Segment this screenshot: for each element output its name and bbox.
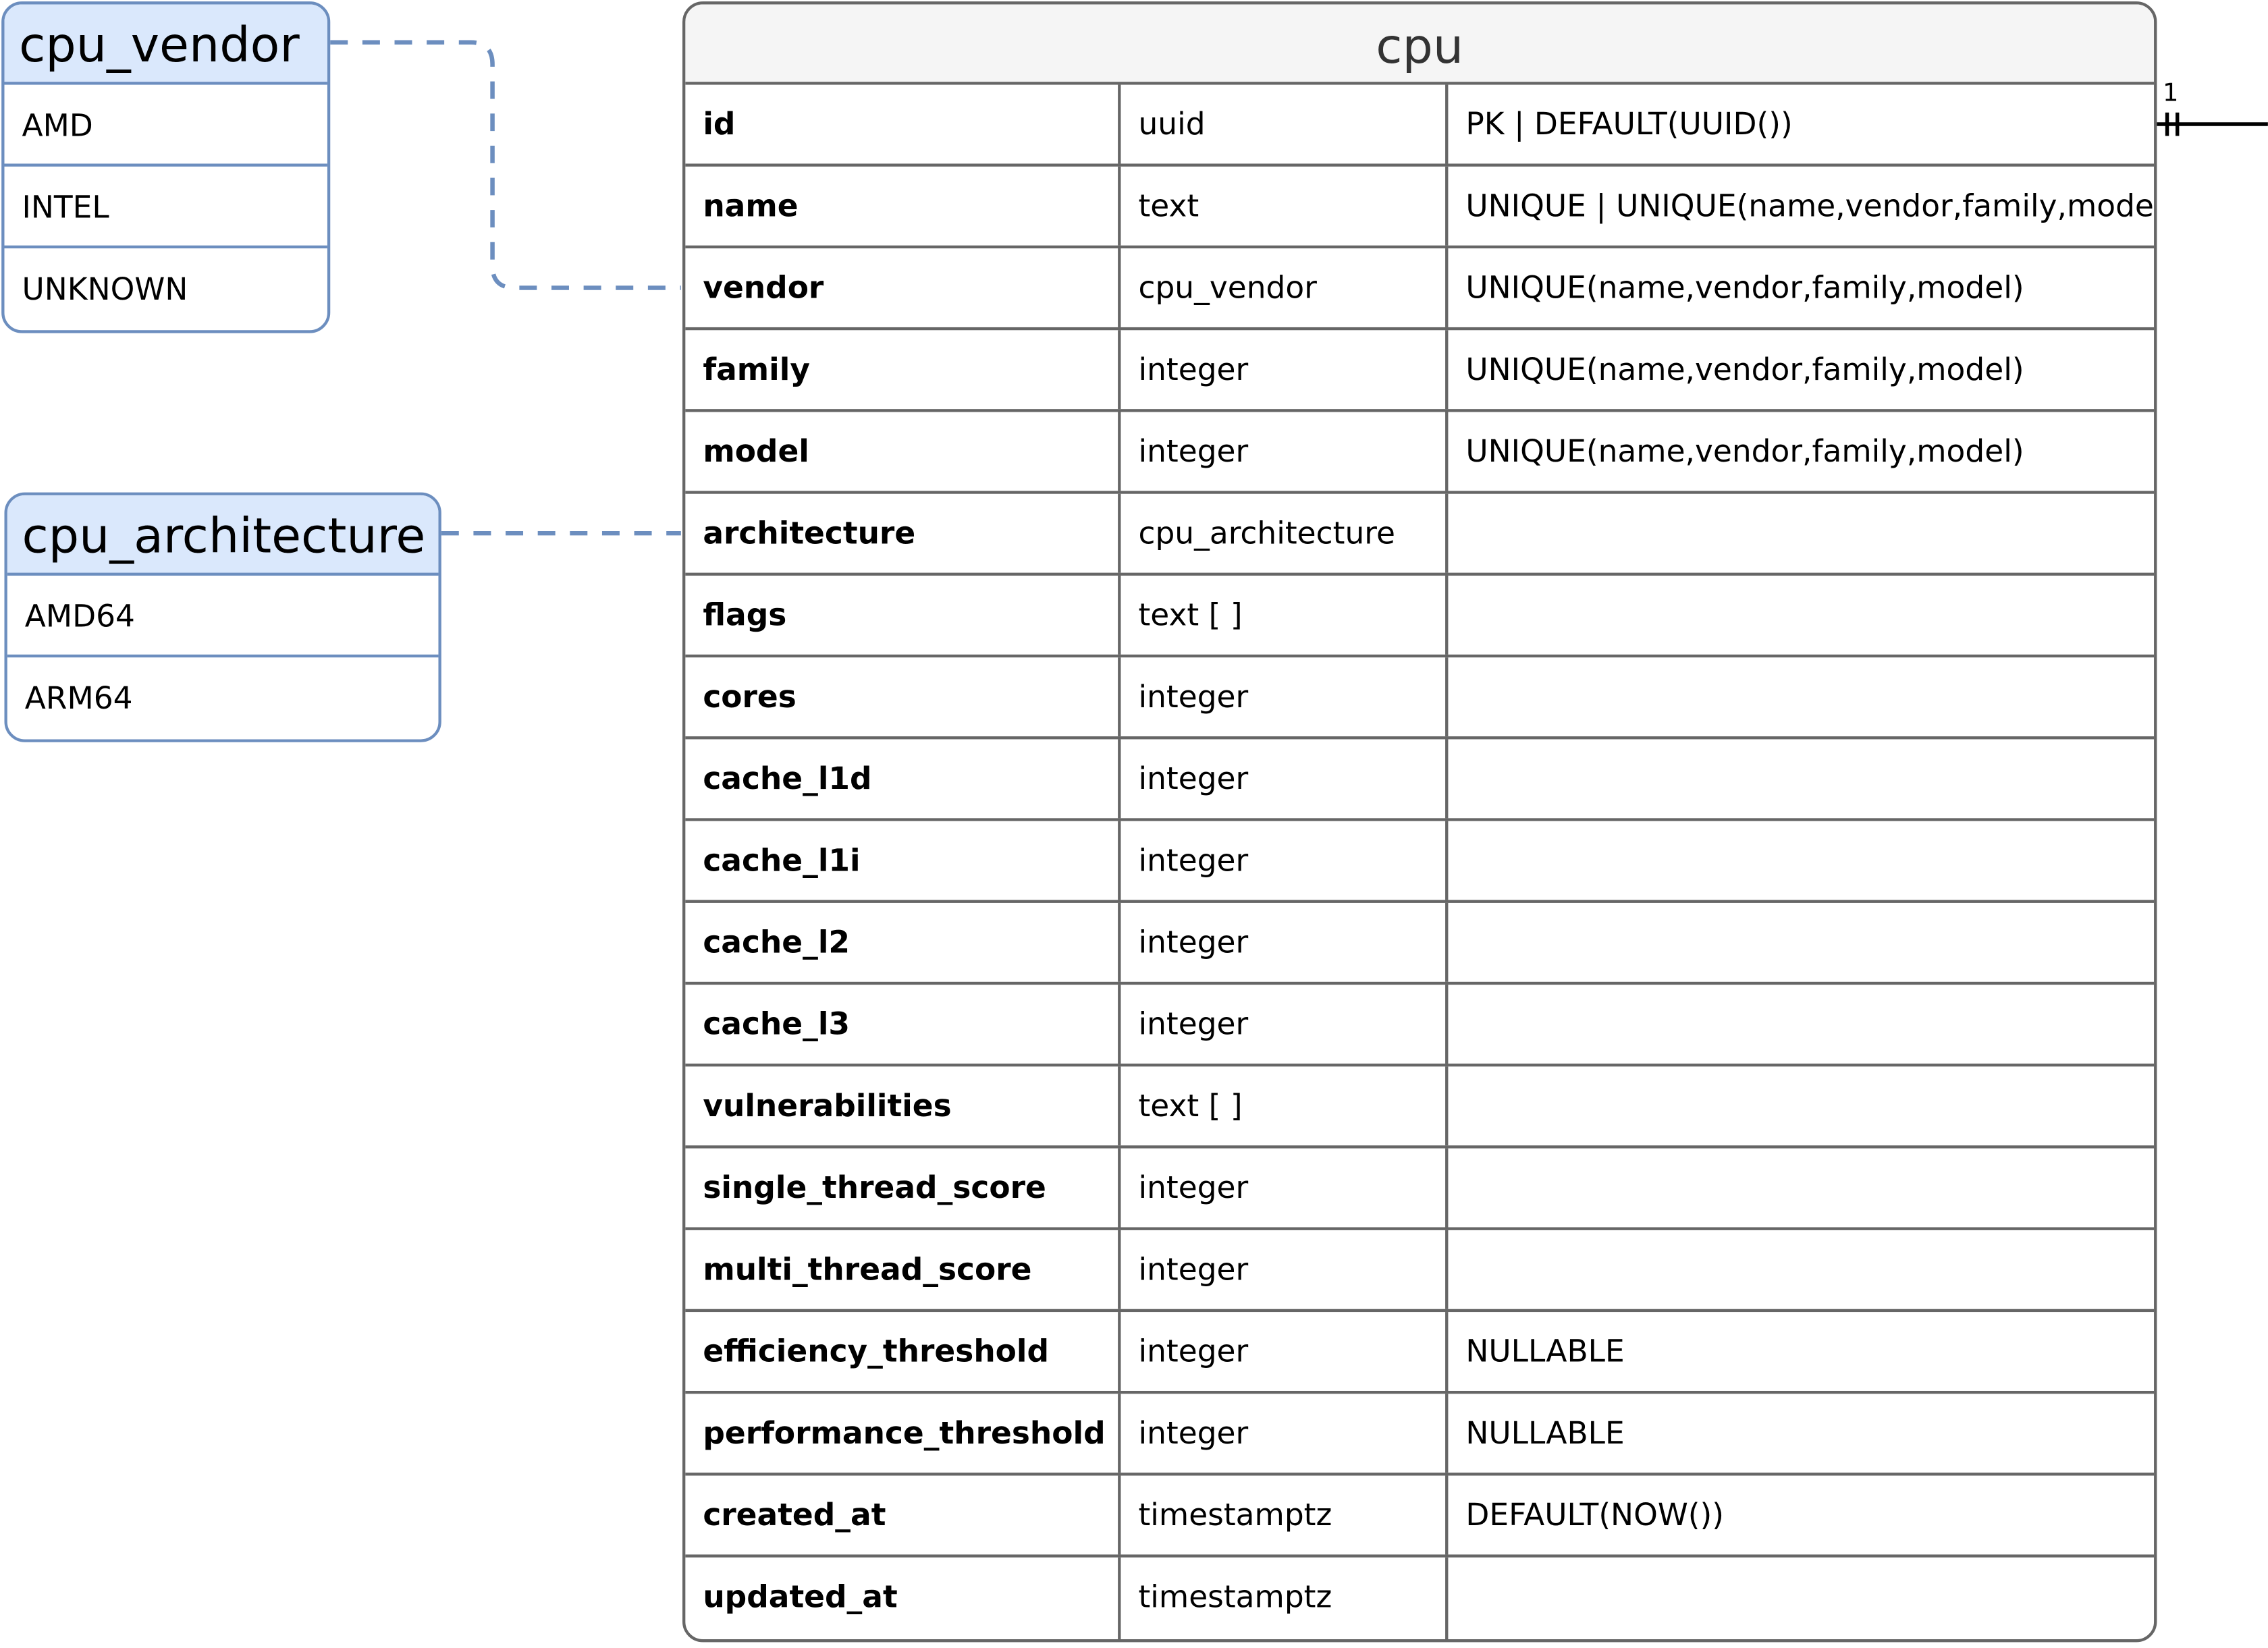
enum-value: AMD64 bbox=[7, 576, 439, 658]
enum-title: cpu_vendor bbox=[4, 4, 327, 85]
column-type: timestamptz bbox=[1120, 1557, 1449, 1640]
column-type: integer bbox=[1120, 657, 1449, 737]
column-name: cache_l2 bbox=[685, 902, 1121, 982]
column-constraints bbox=[1448, 494, 2154, 573]
column-name: performance_threshold bbox=[685, 1394, 1121, 1473]
column-type: text [ ] bbox=[1120, 1066, 1449, 1146]
column-type: text bbox=[1120, 166, 1449, 246]
column-constraints: NULLABLE bbox=[1465, 1415, 1625, 1451]
column-type: integer bbox=[1120, 739, 1449, 819]
column-constraints: UNIQUE(name,vendor,family,model) bbox=[1465, 270, 2024, 306]
column-name: efficiency_threshold bbox=[685, 1312, 1121, 1391]
column-constraints bbox=[1448, 985, 2154, 1064]
column-name: cache_l3 bbox=[685, 985, 1121, 1064]
column-constraints bbox=[1448, 1558, 2154, 1639]
column-type: cpu_architecture bbox=[1120, 493, 1449, 573]
column-type: integer bbox=[1120, 821, 1449, 900]
enum-value: ARM64 bbox=[24, 680, 133, 716]
column-name: vulnerabilities bbox=[685, 1066, 1121, 1146]
column-name: cores bbox=[685, 657, 1121, 737]
table-title: cpu bbox=[685, 4, 2155, 85]
column-name: created_at bbox=[685, 1475, 1121, 1555]
column-name: cache_l1i bbox=[685, 821, 1121, 900]
column-type: timestamptz bbox=[1120, 1475, 1449, 1555]
enum-value: UNKNOWN bbox=[22, 271, 188, 307]
column-type: cpu_vendor bbox=[1120, 248, 1449, 327]
column-name: updated_at bbox=[685, 1557, 1121, 1640]
column-type: integer bbox=[1120, 412, 1449, 491]
column-constraints: UNIQUE(name,vendor,family,model) bbox=[1465, 433, 2024, 469]
column-constraints: UNIQUE | UNIQUE(name,vendor,family,model… bbox=[1465, 188, 2155, 224]
column-constraints: NULLABLE bbox=[1465, 1334, 1625, 1369]
column-constraints bbox=[1448, 657, 2154, 736]
column-type: integer bbox=[1120, 330, 1449, 410]
column-constraints: UNIQUE(name,vendor,family,model) bbox=[1465, 352, 2024, 387]
column-type: uuid bbox=[1120, 84, 1449, 164]
column-constraints bbox=[1448, 821, 2154, 900]
column-constraints bbox=[1448, 1149, 2154, 1228]
column-constraints: DEFAULT(NOW()) bbox=[1465, 1498, 1725, 1533]
column-name: model bbox=[685, 412, 1121, 491]
column-constraints bbox=[1448, 1230, 2154, 1309]
column-name: id bbox=[685, 84, 1121, 164]
column-constraints: PK | DEFAULT(UUID()) bbox=[1465, 107, 1793, 142]
column-type: integer bbox=[1120, 902, 1449, 982]
column-type: integer bbox=[1120, 1230, 1449, 1309]
cardinality-label: 1 bbox=[2163, 78, 2179, 109]
column-name: flags bbox=[685, 575, 1121, 655]
column-type: integer bbox=[1120, 1148, 1449, 1228]
column-constraints bbox=[1448, 903, 2154, 982]
enum-value: INTEL bbox=[4, 167, 327, 249]
column-name: cache_l1d bbox=[685, 739, 1121, 819]
column-type: integer bbox=[1120, 985, 1449, 1064]
column-name: name bbox=[685, 166, 1121, 246]
enum-value: AMD bbox=[4, 85, 327, 167]
column-name: family bbox=[685, 330, 1121, 410]
column-name: multi_thread_score bbox=[685, 1230, 1121, 1309]
column-name: architecture bbox=[685, 493, 1121, 573]
column-name: vendor bbox=[685, 248, 1121, 327]
column-name: single_thread_score bbox=[685, 1148, 1121, 1228]
cardinality-one-line bbox=[2157, 112, 2268, 136]
column-constraints bbox=[1448, 576, 2154, 655]
vendor-link-line bbox=[330, 40, 681, 290]
column-type: text [ ] bbox=[1120, 575, 1449, 655]
column-type: integer bbox=[1120, 1312, 1449, 1391]
column-constraints bbox=[1448, 739, 2154, 818]
column-constraints bbox=[1448, 1066, 2154, 1145]
column-type: integer bbox=[1120, 1394, 1449, 1473]
enum-title: cpu_architecture bbox=[7, 495, 439, 576]
